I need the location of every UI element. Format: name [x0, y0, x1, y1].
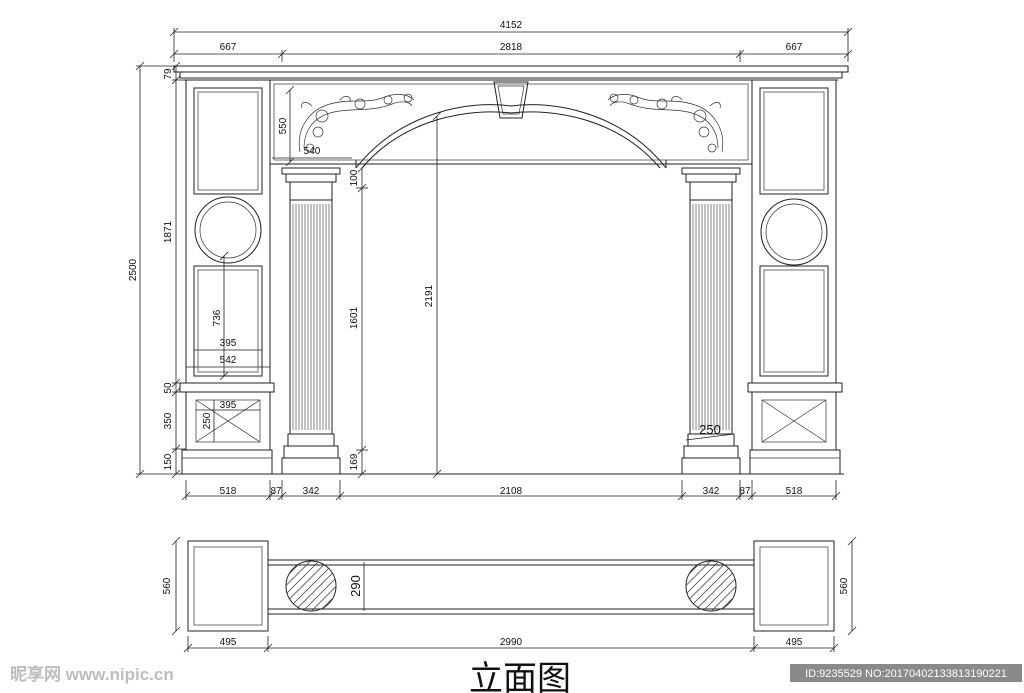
dim-panel-height: 736	[212, 309, 223, 326]
bottom-dimensions: 518 87 342 2108 342 87 518	[181, 480, 841, 501]
watermark-id: ID:9235529 NO:20170402133813190221	[805, 668, 1007, 680]
dim-column-shaft: 1601	[349, 306, 360, 329]
plan-right-block: 495	[786, 637, 803, 648]
dim-overall-width: 4152	[500, 20, 523, 31]
arch-inner	[361, 111, 661, 169]
keystone	[493, 81, 529, 119]
plan-column-left	[285, 560, 337, 612]
dim-total-height: 2500	[128, 258, 139, 281]
plan-depth-left: 560	[162, 577, 173, 594]
dim-plinth: 350	[163, 412, 174, 429]
dim-column-base: 169	[349, 453, 360, 470]
right-pier	[747, 80, 843, 475]
dim-ornament-width: 540	[304, 146, 321, 157]
dim-bottom-5: 342	[703, 486, 720, 497]
plan-column-depth: 290	[348, 575, 363, 597]
dim-pier-width: 542	[220, 355, 237, 366]
internal-dimensions: 550 540 100 1601 169 2191 736 395 542 39…	[186, 85, 735, 479]
plan-view: 560 560 290 495 2990 495	[162, 536, 857, 653]
dim-bottom-6: 87	[739, 486, 751, 497]
dim-plinth-panel-width: 395	[220, 400, 237, 411]
right-column	[681, 167, 741, 475]
plan-depth-right: 560	[839, 577, 850, 594]
plan-middle: 2990	[500, 637, 523, 648]
left-pier	[179, 80, 275, 475]
drawing-title: 立面图	[469, 659, 571, 693]
left-dimensions: 2500 79 1871 50 350 150	[128, 61, 186, 479]
arch-outer	[355, 104, 667, 169]
scroll-ornament-left	[298, 93, 415, 153]
dim-column-capital: 100	[349, 169, 360, 186]
dim-bottom-3: 342	[303, 486, 320, 497]
dim-bottom-4: 2108	[500, 486, 523, 497]
dim-column-diameter: 250	[699, 422, 721, 437]
watermark-site: 昵享网 www.nipic.cn	[10, 664, 174, 684]
dim-bottom-2: 87	[270, 486, 282, 497]
dim-center-span: 2818	[500, 42, 523, 53]
dim-bottom-1: 518	[220, 486, 237, 497]
dim-cornice: 79	[163, 68, 174, 80]
elevation	[173, 65, 849, 475]
dim-panel-width: 395	[220, 338, 237, 349]
dim-left-pier: 667	[220, 42, 237, 53]
dim-plinth-panel-height: 250	[202, 412, 213, 429]
dim-upper-height: 1871	[163, 220, 174, 243]
top-dimensions: 4152 667 2818 667	[169, 20, 853, 62]
watermark-id-bar	[790, 664, 1022, 682]
scroll-ornament-right	[607, 93, 724, 153]
plan-column-right	[685, 560, 737, 612]
dim-right-pier: 667	[786, 42, 803, 53]
plan-left-block: 495	[220, 637, 237, 648]
left-column	[281, 167, 341, 475]
dim-bottom-7: 518	[786, 486, 803, 497]
dim-plinth-cap: 50	[163, 382, 174, 394]
dim-base: 150	[163, 453, 174, 470]
dim-opening-height: 2191	[424, 284, 435, 307]
dim-frieze-height: 550	[278, 117, 289, 134]
